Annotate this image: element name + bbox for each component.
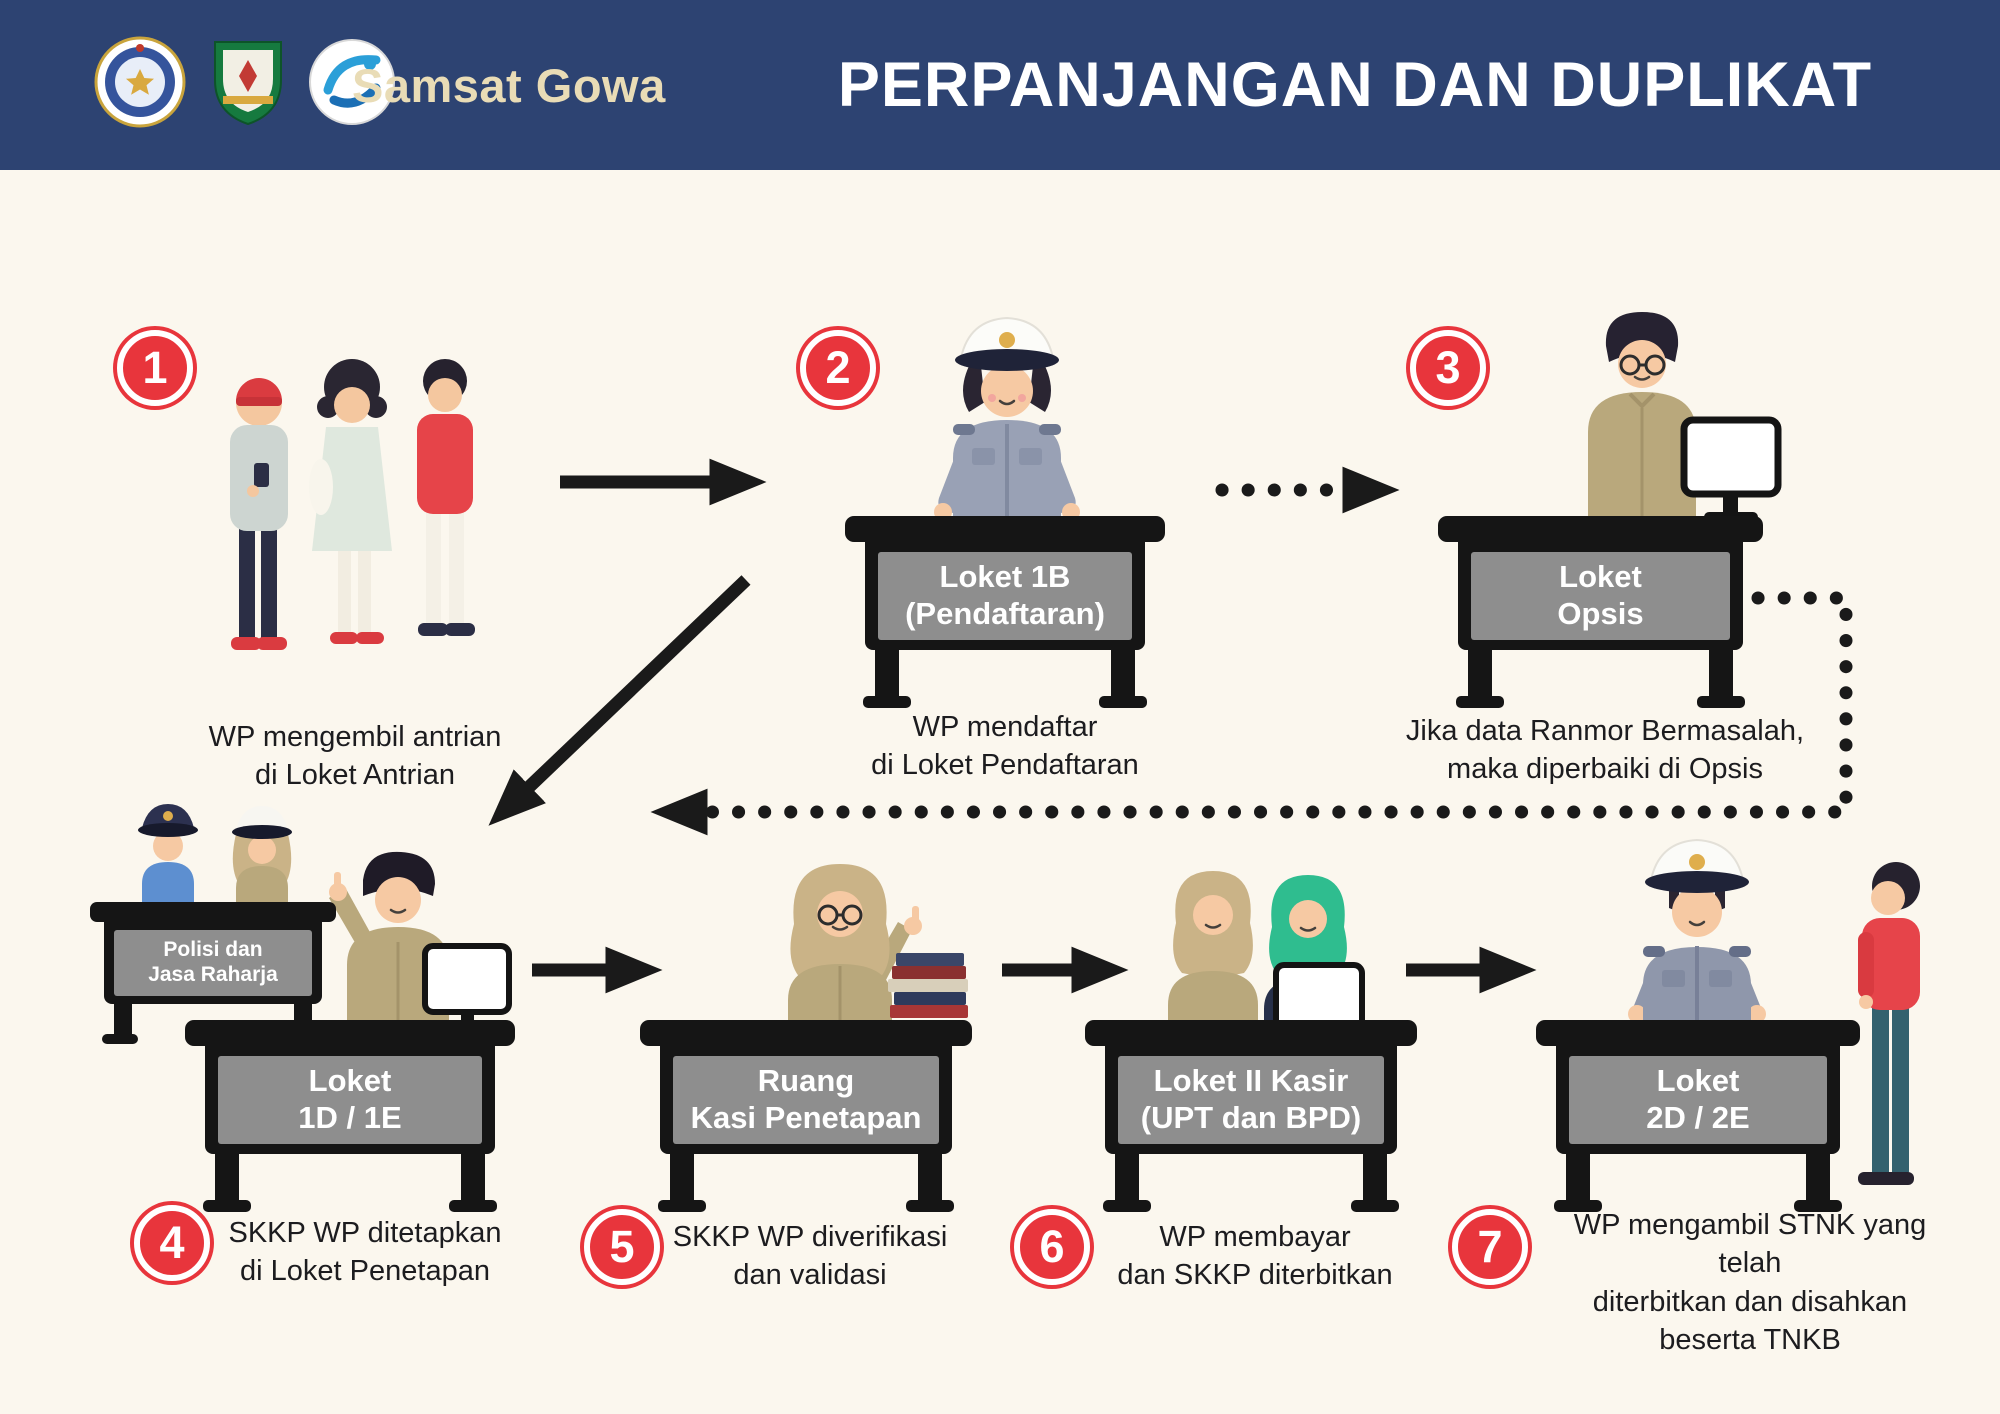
citizen-illustration [1858,862,1920,1185]
desk-sign: Ruang Kasi Penetapan [673,1056,939,1144]
step-badge-2: 2 [800,330,876,406]
step-caption-1: WP mengembil antrian di Loket Antrian [208,721,502,792]
policewoman-illustration [934,316,1080,520]
step-caption-2: WP mendaftar di Loket Pendaftaran [871,711,1139,782]
polantas-emblem-icon [94,36,186,128]
desk-sign: Loket Opsis [1471,552,1730,640]
desk-sign: Polisi dan Jasa Raharja [114,930,312,996]
desk-sign: Loket II Kasir (UPT dan BPD) [1118,1056,1384,1144]
opsis-clerk-illustration [1588,312,1782,532]
queue-people-illustration [230,359,475,650]
brand-name: Samsat Gowa [352,58,666,112]
jasa-raharja-emblem-icon [309,39,395,125]
step-badge-7: 7 [1452,1209,1528,1285]
step-caption-3: Jika data Ranmor Bermasalah, maka diperb… [1405,715,1805,786]
desk-sign: Loket 2D / 2E [1569,1056,1827,1144]
step-badge-4: 4 [134,1205,210,1281]
step-badge-5: 5 [584,1209,660,1285]
stnk-officer-illustration [1628,838,1766,1047]
arrow-step2-to-step4 [488,575,751,826]
desk-sign: Loket 1B (Pendaftaran) [878,552,1132,640]
step-caption-6: WP membayar dan SKKP diterbitkan [1117,1221,1393,1292]
step-badge-6: 6 [1014,1209,1090,1285]
step-caption-4: SKKP WP ditetapkan di Loket Penetapan [228,1217,502,1288]
step-caption-5: SKKP WP diverifikasi dan validasi [672,1221,948,1292]
monitor-icon [1680,416,1782,522]
logo-group [92,34,396,130]
step-badge-3: 3 [1410,330,1486,406]
kasir-clerks-illustration [1168,871,1365,1063]
page-title: PERPANJANGAN DAN DUPLIKAT [837,50,1873,120]
sulawesi-selatan-emblem-icon [214,41,282,126]
kasi-penetapan-clerk-illustration [788,864,968,1064]
header-bar: Samsat Gowa PERPANJANGAN DAN DUPLIKAT [0,0,2000,170]
step-badge-1: 1 [117,330,193,406]
books-stack-icon [888,953,968,1018]
desk-sign: Loket 1D / 1E [218,1056,482,1144]
step-caption-7: WP mengambil STNK yang telah diterbitkan… [1573,1209,1927,1356]
police-jasaraharja-officers-illustration [138,804,292,912]
